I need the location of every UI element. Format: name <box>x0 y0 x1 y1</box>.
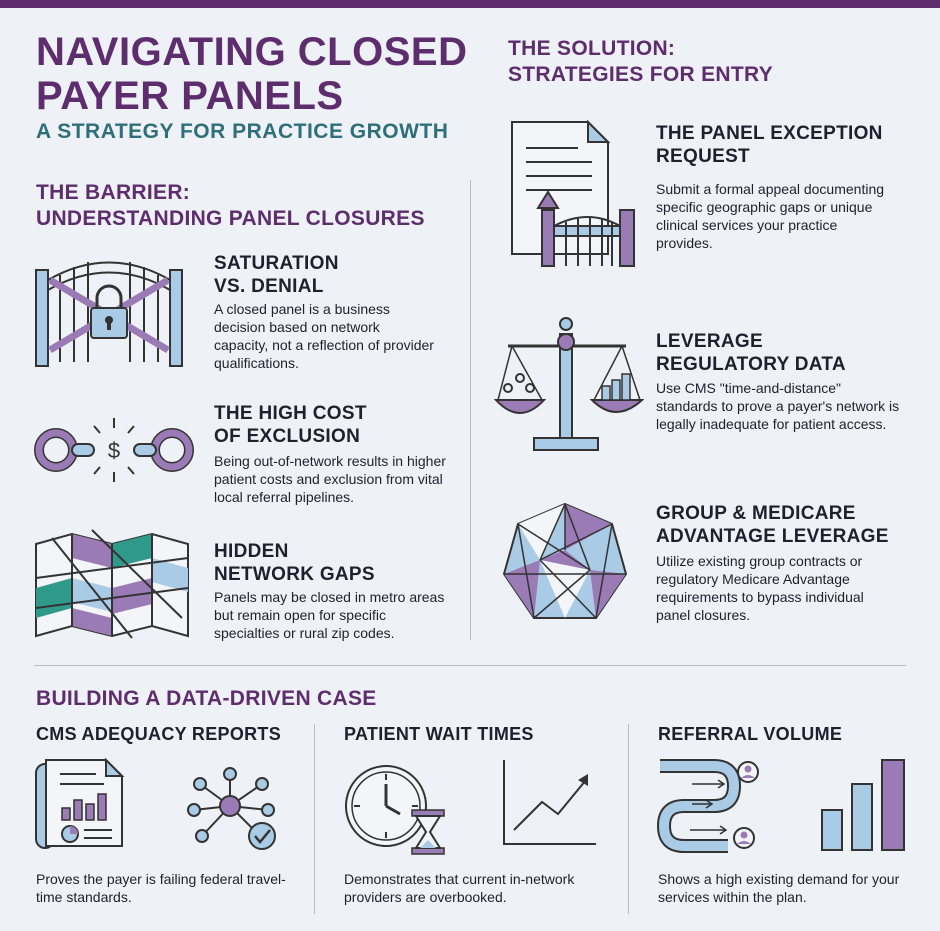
case-col-1-text: Proves the payer is failing federal trav… <box>36 871 286 905</box>
case-col-2-text: Demonstrates that current in-network pro… <box>344 871 575 905</box>
solution-heading-line1: THE SOLUTION: <box>508 37 676 60</box>
barrier-heading: THE BARRIER: UNDERSTANDING PANEL CLOSURE… <box>36 180 425 232</box>
solution-heading-line2: STRATEGIES FOR ENTRY <box>508 63 774 86</box>
barrier-item-2-title: THE HIGH COST OF EXCLUSION <box>214 402 367 448</box>
page-title: NAVIGATING CLOSED PAYER PANELS <box>36 30 468 118</box>
report-document-icon <box>35 758 125 849</box>
case-divider-2 <box>628 724 629 914</box>
barrier-heading-line2: UNDERSTANDING PANEL CLOSURES <box>36 207 425 230</box>
barrier-item-1-title: SATURATION VS. DENIAL <box>214 252 339 298</box>
barrier-item-2-title-line1: THE HIGH COST <box>214 403 367 424</box>
solution-item-1-text: Submit a formal appeal documenting speci… <box>656 181 885 251</box>
case-col-1-title: CMS ADEQUACY REPORTS <box>36 724 282 744</box>
broken-chain-dollar-icon: $ <box>34 418 194 482</box>
clock-hourglass-icon <box>345 765 445 855</box>
svg-text:$: $ <box>108 438 120 463</box>
rising-line-icon <box>503 760 596 845</box>
barrier-item-3-title-line2: NETWORK GAPS <box>214 564 375 585</box>
barrier-item-3-text: Panels may be closed in metro areas but … <box>214 589 445 641</box>
scales-icon <box>494 317 644 451</box>
case-col-3-text: Shows a high existing demand for your se… <box>658 871 900 905</box>
case-heading: BUILDING A DATA-DRIVEN CASE <box>36 687 377 710</box>
barrier-item-1-title-line1: SATURATION <box>214 253 339 274</box>
barrier-item-2-text: Being out-of-network results in higher p… <box>214 453 446 505</box>
solution-item-3-text: Utilize existing group contracts or regu… <box>656 553 864 623</box>
solution-item-2-text: Use CMS "time-and-distance" standards to… <box>656 380 900 432</box>
barrier-item-3-title-line1: HIDDEN <box>214 541 289 562</box>
bar-growth-icon <box>821 759 905 851</box>
barrier-item-1-title-line2: VS. DENIAL <box>214 276 324 297</box>
solution-item-3-title-line1: GROUP & MEDICARE <box>656 503 856 524</box>
case-divider-1 <box>314 724 315 914</box>
referral-flow-icon <box>657 759 759 853</box>
case-col-3-title: REFERRAL VOLUME <box>658 724 843 744</box>
solution-item-3-title: GROUP & MEDICARE ADVANTAGE LEVERAGE <box>656 502 889 548</box>
solution-item-2-title-line1: LEVERAGE <box>656 331 763 352</box>
top-accent-bar <box>0 0 940 8</box>
locked-gate-icon <box>35 261 183 367</box>
barrier-heading-line1: THE BARRIER: <box>36 181 191 204</box>
solution-item-2-title: LEVERAGE REGULATORY DATA <box>656 330 846 376</box>
solution-item-1-title-line1: THE PANEL EXCEPTION <box>656 123 883 144</box>
folded-map-icon <box>35 529 189 639</box>
network-polygon-icon <box>502 502 628 619</box>
solution-item-3-title-line2: ADVANTAGE LEVERAGE <box>656 526 889 547</box>
solution-item-1-title: THE PANEL EXCEPTION REQUEST <box>656 122 883 168</box>
section-divider <box>34 665 906 666</box>
document-bridge-icon <box>511 119 635 267</box>
page-subtitle: A STRATEGY FOR PRACTICE GROWTH <box>36 120 449 143</box>
barrier-item-2-title-line2: OF EXCLUSION <box>214 426 361 447</box>
column-divider <box>470 180 471 640</box>
solution-item-1-title-line2: REQUEST <box>656 146 750 167</box>
solution-item-2-title-line2: REGULATORY DATA <box>656 354 846 375</box>
barrier-item-3-title: HIDDEN NETWORK GAPS <box>214 540 375 586</box>
solution-heading: THE SOLUTION: STRATEGIES FOR ENTRY <box>508 36 773 88</box>
barrier-item-1-text: A closed panel is a business decision ba… <box>214 301 434 371</box>
case-col-2-title: PATIENT WAIT TIMES <box>344 724 534 744</box>
network-hub-icon <box>187 767 276 850</box>
